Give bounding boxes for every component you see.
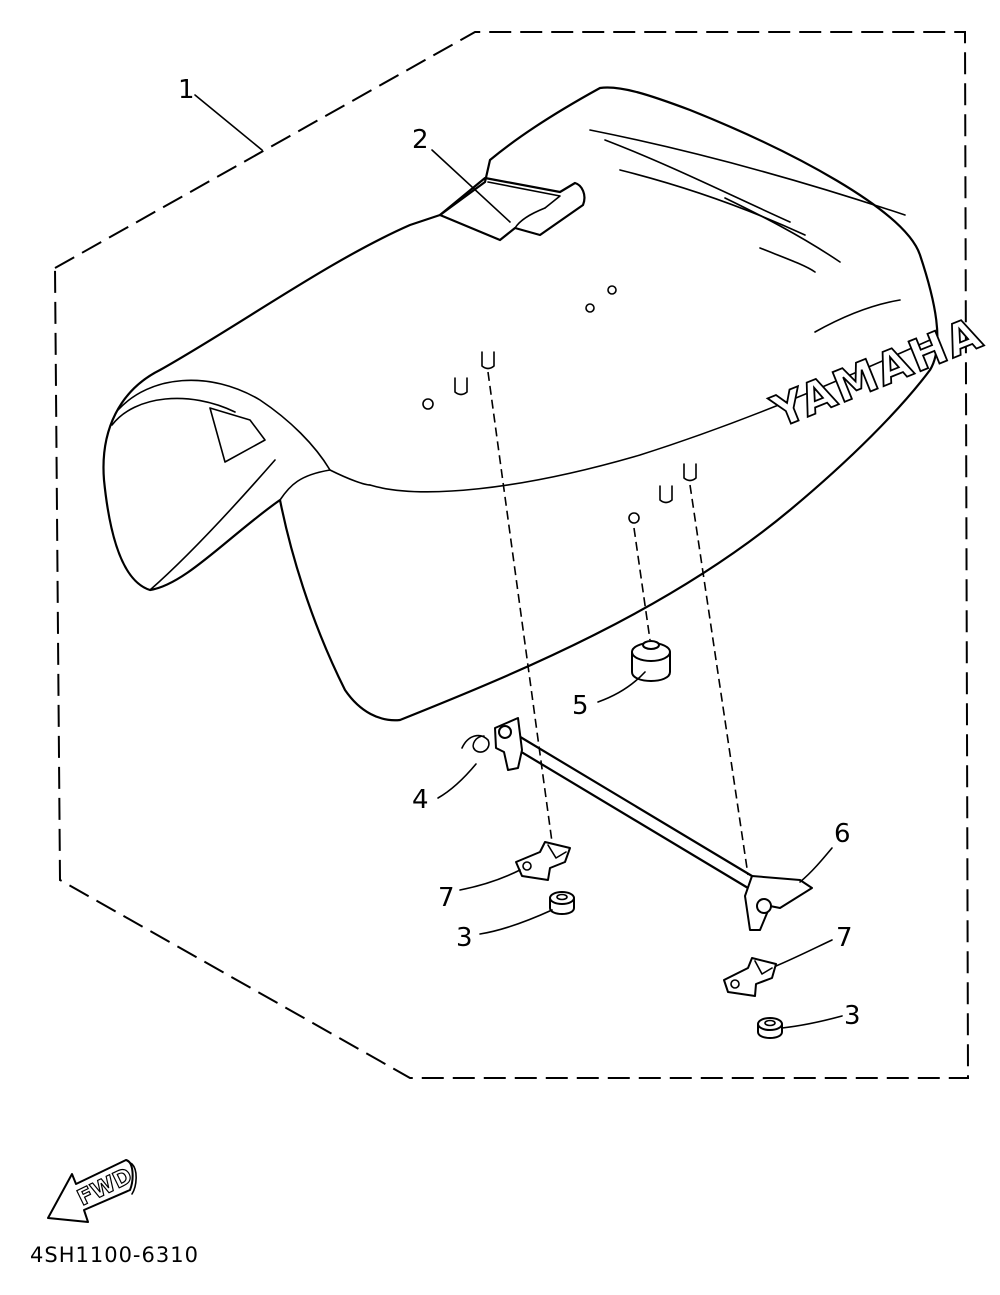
alignment-line-left: [487, 371, 553, 843]
callout-hinge-bar: 6: [834, 819, 851, 849]
nut-left-part: [549, 891, 575, 915]
leader-lines: [194, 94, 843, 1029]
callout-nut-left: 3: [456, 923, 473, 953]
callout-damper: 5: [572, 691, 589, 721]
seat-brand-lettering: YAMAHA: [764, 308, 990, 439]
callout-bracket-left: 7: [438, 883, 455, 913]
damper-part: [631, 640, 671, 682]
spring-part: [461, 734, 490, 753]
alignment-line-damper: [633, 527, 651, 641]
callout-nut-right: 3: [844, 1001, 861, 1031]
hinge-bar-part: [494, 717, 813, 931]
assembly-boundary: [53, 31, 970, 1079]
callout-spring: 4: [412, 785, 429, 815]
callout-seat: 1: [178, 75, 195, 105]
bracket-right-part: [723, 957, 777, 997]
strap-part: [438, 176, 586, 242]
callout-strap: 2: [412, 125, 429, 155]
alignment-line-right: [689, 484, 749, 876]
bracket-left-part: [515, 841, 571, 881]
nut-right-part: [757, 1017, 783, 1039]
callout-bracket-right: 7: [836, 923, 853, 953]
drawing-code: 4SH1100-6310: [30, 1243, 199, 1267]
forward-direction-arrow: FWD: [47, 1159, 137, 1223]
seat-part: [102, 86, 939, 722]
